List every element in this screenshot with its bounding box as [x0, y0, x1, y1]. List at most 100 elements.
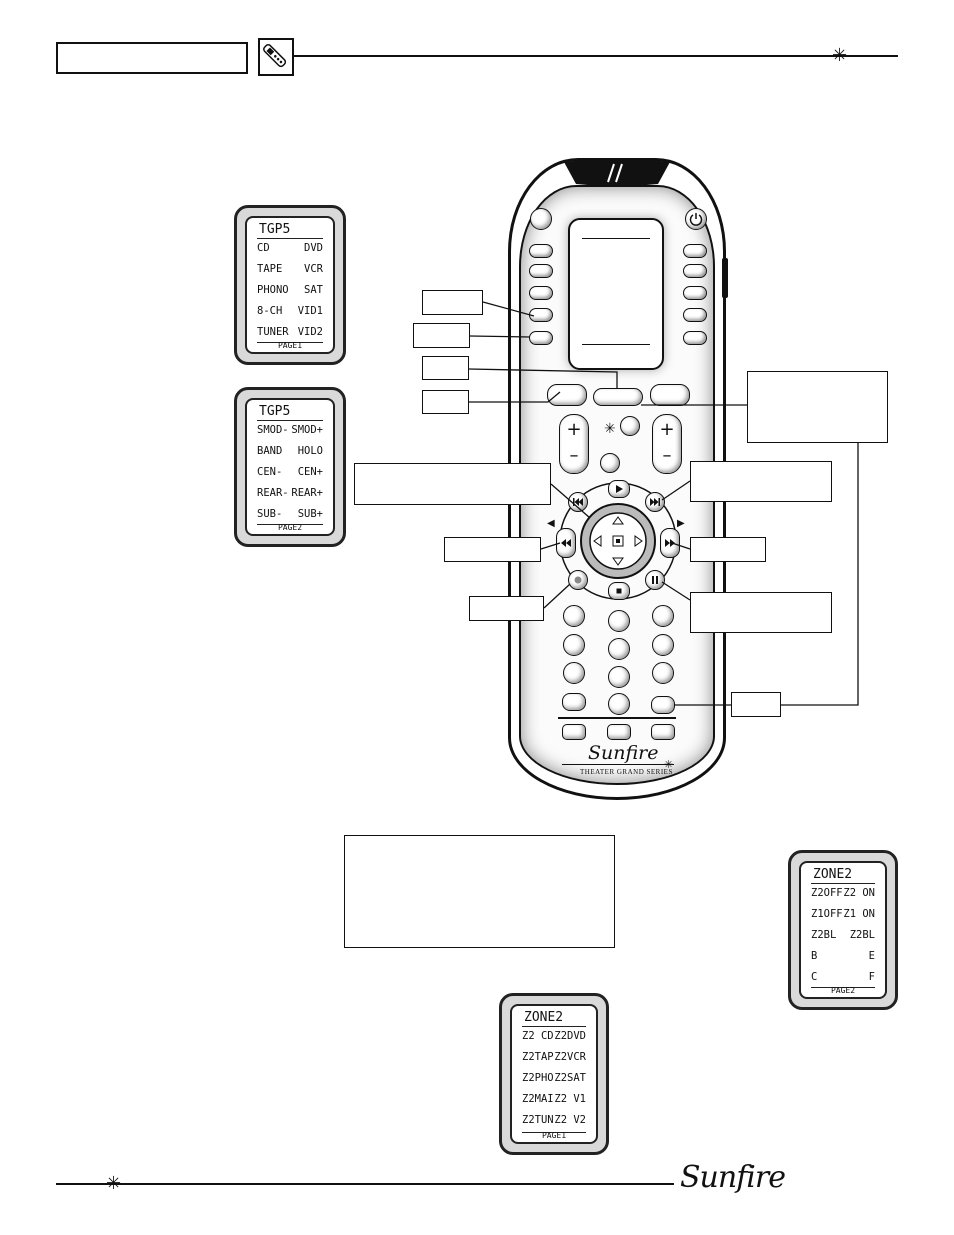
- rewind-icon: [561, 539, 571, 547]
- brand-underline: [562, 764, 674, 765]
- callout-box: [690, 592, 832, 633]
- keypad-button[interactable]: [608, 666, 630, 688]
- lcd-divider: [257, 238, 323, 239]
- skip-forward-button[interactable]: [645, 492, 665, 512]
- star-icon: ✳: [604, 421, 616, 437]
- keypad-button[interactable]: [652, 662, 674, 684]
- keypad-button[interactable]: [608, 638, 630, 660]
- fast-forward-button[interactable]: [660, 528, 680, 558]
- header-rule: [292, 55, 898, 57]
- record-button[interactable]: [568, 570, 588, 590]
- keypad-button[interactable]: [652, 634, 674, 656]
- lcd-page-label: PAGE1: [277, 341, 303, 350]
- keypad-button[interactable]: [608, 693, 630, 715]
- volume-rocker[interactable]: + –: [559, 414, 589, 474]
- lcd-divider: [811, 987, 875, 988]
- bottom-key-center[interactable]: [607, 724, 631, 740]
- keypad-button[interactable]: [652, 605, 674, 627]
- keypad-button[interactable]: [608, 610, 630, 632]
- footer-logo: Sunfire: [680, 1160, 786, 1195]
- footer-rule: [56, 1183, 674, 1185]
- stop-icon: [616, 588, 622, 594]
- power-icon: [689, 213, 703, 226]
- function-key-left[interactable]: [547, 384, 587, 406]
- channel-rocker[interactable]: + –: [652, 414, 682, 474]
- left-softkey-3[interactable]: [529, 286, 553, 300]
- remote-side-switch: [722, 258, 728, 298]
- text-box: [344, 835, 615, 948]
- lcd-divider: [257, 420, 323, 421]
- left-softkey-2[interactable]: [529, 264, 553, 278]
- stop-button[interactable]: [608, 582, 630, 600]
- bottom-key-left[interactable]: [562, 724, 586, 740]
- right-softkey-3[interactable]: [683, 286, 707, 300]
- left-softkey-5[interactable]: [529, 331, 553, 345]
- keypad-divider: [558, 717, 676, 719]
- skip-back-icon: [573, 498, 583, 506]
- skip-back-button[interactable]: [568, 492, 588, 512]
- mute-button[interactable]: [620, 416, 640, 436]
- left-arrow-icon: ◀: [547, 518, 555, 529]
- right-softkey-4[interactable]: [683, 308, 707, 322]
- keypad-button[interactable]: [563, 634, 585, 656]
- left-softkey-1[interactable]: [529, 244, 553, 258]
- right-softkey-2[interactable]: [683, 264, 707, 278]
- callout-box: [413, 323, 470, 348]
- lcd-row: SUB-SUB+: [257, 508, 323, 520]
- callout-box: [731, 692, 781, 717]
- lcd-title: ZONE2: [813, 867, 853, 882]
- rewind-button[interactable]: [556, 528, 576, 558]
- callout-box: [422, 356, 469, 380]
- play-icon: [616, 485, 623, 493]
- keypad-button[interactable]: [562, 693, 586, 711]
- play-button[interactable]: [608, 480, 630, 498]
- lcd-divider: [522, 1026, 586, 1027]
- lcd-divider: [257, 524, 323, 525]
- lcd-divider: [522, 1132, 586, 1133]
- power-button[interactable]: [685, 208, 707, 230]
- callout-box: [690, 461, 832, 502]
- remote-lcd-screen: [568, 218, 664, 370]
- lcd-page-label: PAGE2: [830, 986, 856, 995]
- callout-box: [422, 390, 469, 414]
- top-left-button[interactable]: [530, 208, 552, 230]
- right-softkey-5[interactable]: [683, 331, 707, 345]
- keypad-button[interactable]: [563, 605, 585, 627]
- header-title-box: [56, 42, 248, 74]
- callout-box: [469, 596, 544, 621]
- right-softkey-1[interactable]: [683, 244, 707, 258]
- pause-icon: [652, 576, 658, 584]
- minus-icon: –: [662, 445, 672, 466]
- function-key-center[interactable]: [593, 388, 643, 406]
- lcd-row: SMOD-SMOD+: [257, 424, 323, 436]
- callout-box: [354, 463, 551, 505]
- bottom-key-right[interactable]: [651, 724, 675, 740]
- remote-series-label: THEATER GRAND SERIES: [580, 768, 673, 776]
- lcd-title: ZONE2: [524, 1010, 564, 1025]
- lcd-divider: [257, 342, 323, 343]
- remote-top-grip: [562, 159, 672, 186]
- keypad-button[interactable]: [563, 662, 585, 684]
- lcd-row: REAR-REAR+: [257, 487, 323, 499]
- lcd-page-label: PAGE2: [277, 523, 303, 532]
- pause-button[interactable]: [645, 570, 665, 590]
- callout-box: [444, 537, 541, 562]
- lcd-title: TGP5: [259, 404, 291, 419]
- lcd-page-label: PAGE1: [541, 1131, 567, 1140]
- center-small-button[interactable]: [600, 453, 620, 473]
